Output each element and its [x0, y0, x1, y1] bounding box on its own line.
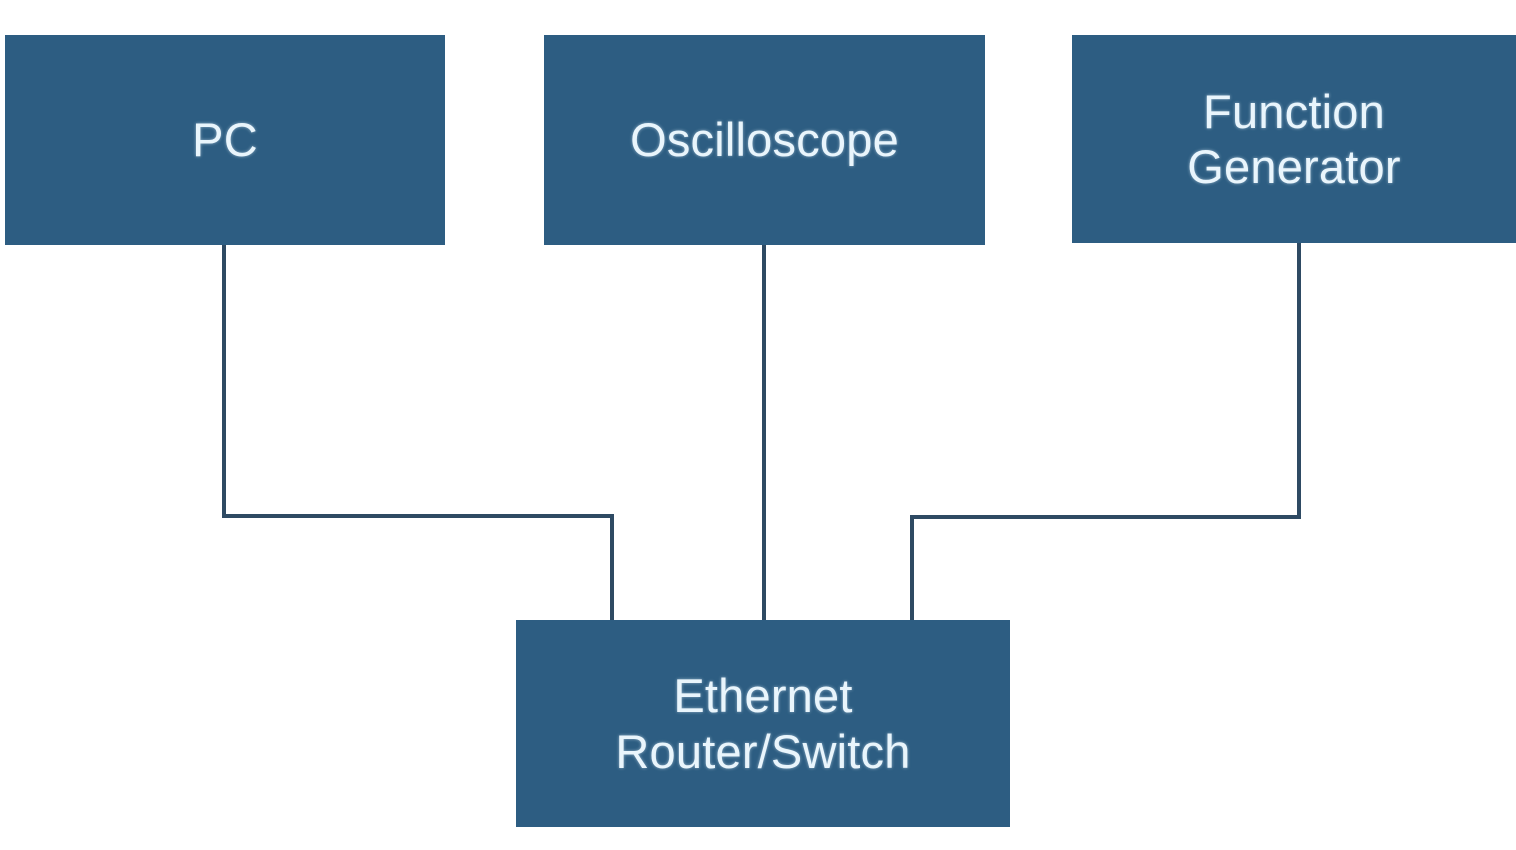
node-ethernet-router-switch-label: Ethernet Router/Switch: [615, 669, 911, 778]
node-pc[interactable]: PC: [5, 35, 445, 245]
node-function-generator[interactable]: Function Generator: [1072, 35, 1516, 243]
connection-function-generator-to-router: [910, 243, 1301, 622]
node-function-generator-label: Function Generator: [1187, 84, 1401, 193]
node-ethernet-router-switch[interactable]: Ethernet Router/Switch: [516, 620, 1010, 827]
connection-pc-to-router: [222, 245, 614, 622]
node-oscilloscope[interactable]: Oscilloscope: [544, 35, 985, 245]
node-pc-label: PC: [192, 113, 258, 167]
node-oscilloscope-label: Oscilloscope: [630, 113, 899, 167]
